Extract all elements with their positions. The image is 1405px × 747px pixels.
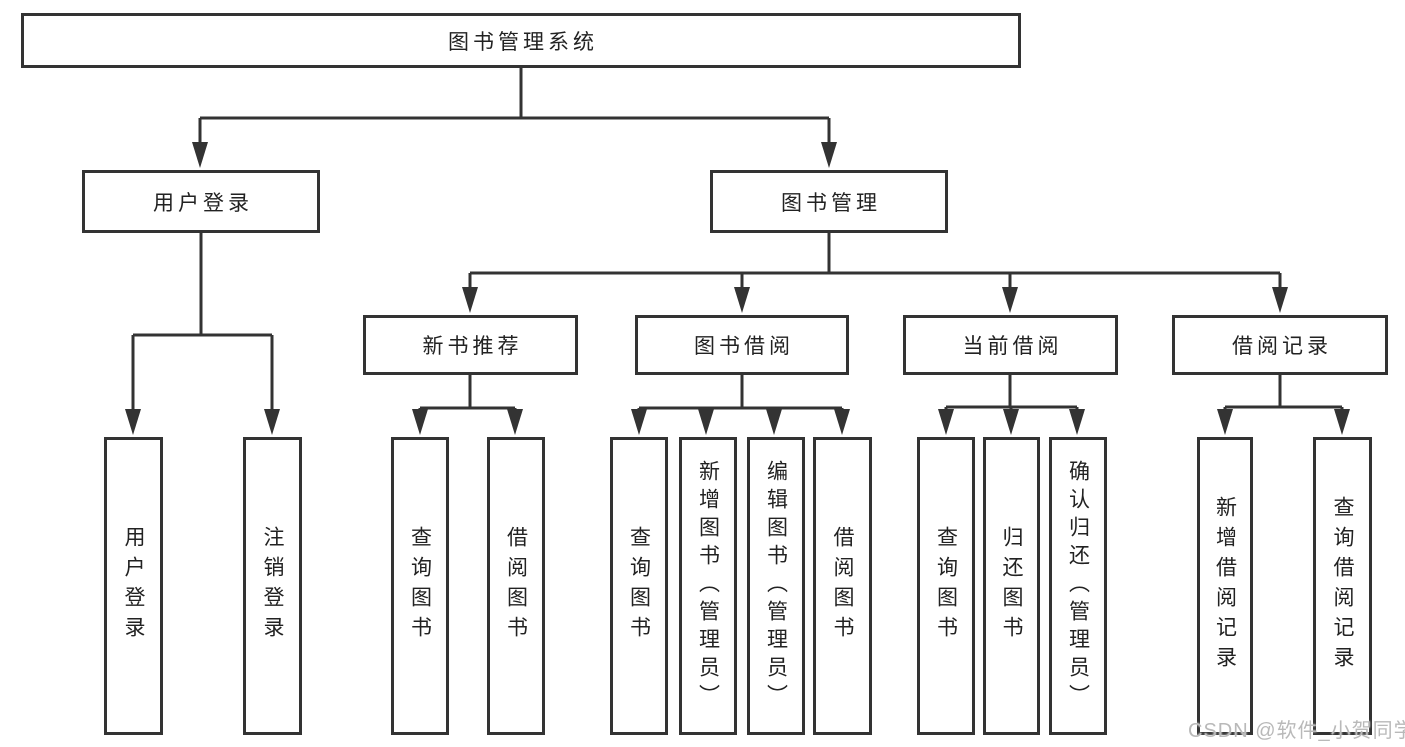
node-root-label: 图书管理系统 [448,30,598,54]
node-book-management-label: 图书管理 [781,191,881,215]
csdn-watermark: CSDN @软件_小贺同学 [1188,720,1405,742]
leaf-query-books-current: 查询图书 [917,437,975,735]
node-book-borrowing: 图书借阅 [635,315,849,375]
node-new-book-recommend: 新书推荐 [363,315,578,375]
leaf-query-books-borrowing: 查询图书 [610,437,668,735]
leaf-query-borrow-record-label: 查询借阅记录 [1331,496,1354,676]
leaf-add-borrow-record-label: 新增借阅记录 [1213,496,1237,676]
node-book-borrowing-label: 图书借阅 [694,335,794,358]
leaf-add-borrow-record: 新增借阅记录 [1197,437,1253,735]
leaf-borrow-books-recommend: 借阅图书 [487,437,545,735]
node-current-borrowing-label: 当前借阅 [962,335,1063,358]
leaf-borrow-books-borrowing-label: 借阅图书 [831,526,854,646]
leaf-add-book-admin-label: 新增图书（管理员） [696,460,720,712]
leaf-query-books-recommend: 查询图书 [391,437,449,735]
leaf-borrow-books-recommend-label: 借阅图书 [504,526,528,646]
node-current-borrowing: 当前借阅 [903,315,1118,375]
leaf-borrow-books-borrowing: 借阅图书 [813,437,872,735]
leaf-logout: 注销登录 [243,437,302,735]
leaf-logout-label: 注销登录 [261,526,284,646]
leaf-add-book-admin: 新增图书（管理员） [679,437,737,735]
node-borrow-records: 借阅记录 [1172,315,1388,375]
node-book-management: 图书管理 [710,170,948,233]
leaf-query-borrow-record: 查询借阅记录 [1313,437,1372,735]
arrowheads [125,142,1350,435]
leaf-return-book-label: 归还图书 [1000,526,1023,646]
leaf-query-books-borrowing-label: 查询图书 [627,526,651,646]
leaf-user-login-label: 用户登录 [122,526,145,646]
node-user-login: 用户登录 [82,170,320,233]
leaf-user-login: 用户登录 [104,437,163,735]
leaf-confirm-return-admin-label: 确认归还（管理员） [1066,460,1090,712]
leaf-edit-book-admin-label: 编辑图书（管理员） [764,460,788,712]
leaf-edit-book-admin: 编辑图书（管理员） [747,437,805,735]
leaf-return-book: 归还图书 [983,437,1040,735]
connector-lines [131,68,1344,417]
leaf-query-books-current-label: 查询图书 [934,526,958,646]
node-user-login-label: 用户登录 [153,191,253,215]
leaf-query-books-recommend-label: 查询图书 [408,526,432,646]
node-new-book-recommend-label: 新书推荐 [422,335,523,358]
node-borrow-records-label: 借阅记录 [1232,335,1332,358]
leaf-confirm-return-admin: 确认归还（管理员） [1049,437,1107,735]
node-root-library-system: 图书管理系统 [21,13,1021,68]
